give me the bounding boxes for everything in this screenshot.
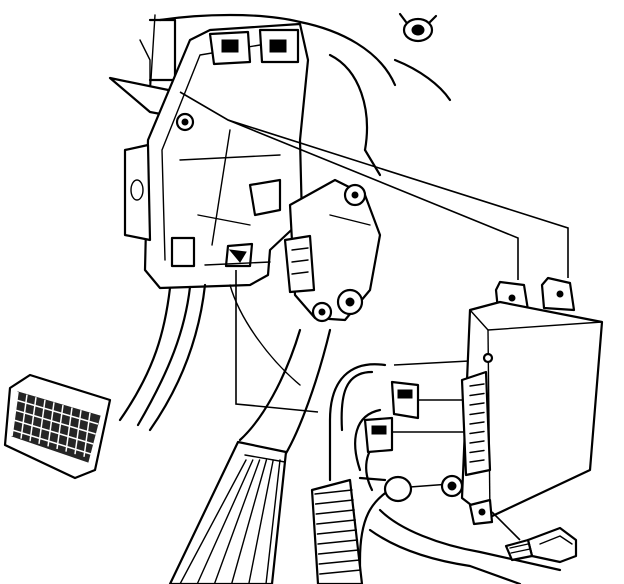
brake-pedal	[118, 283, 301, 432]
harness-grommet	[358, 475, 413, 503]
accelerator-pedal-position-sensor	[283, 178, 382, 323]
harness-connector-lower	[363, 416, 394, 454]
harness-connector-upper	[390, 380, 420, 420]
pedal-bracket	[108, 22, 310, 290]
wiring-harness	[310, 363, 562, 584]
brake-pedal-pad	[3, 373, 112, 480]
firewall-panel	[139, 13, 452, 177]
control-module	[460, 300, 604, 526]
accelerator-pedal	[168, 328, 332, 584]
wall-nut	[398, 12, 438, 43]
harness-nut	[440, 474, 464, 498]
alignment-leaders	[179, 91, 569, 488]
module-bolt	[491, 511, 578, 564]
